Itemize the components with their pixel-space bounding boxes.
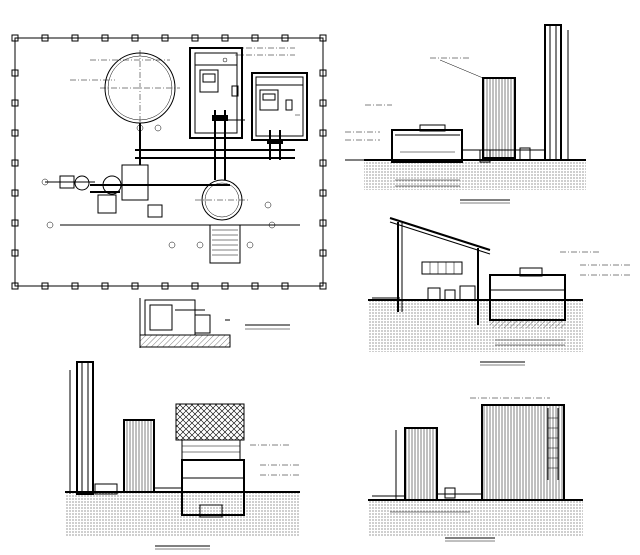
pipe-network [45, 110, 300, 226]
section-d-elevation [368, 397, 583, 542]
section-b-elevation [368, 217, 630, 366]
building-2-plan [251, 72, 308, 141]
grid-axis-markers [41, 124, 276, 249]
section-a-elevation [345, 24, 586, 204]
pump-station-plan [59, 164, 163, 218]
lower-tank-plan [195, 179, 250, 264]
section-c-elevation [65, 361, 300, 550]
plan-view [11, 34, 327, 290]
boundary-markers [11, 34, 327, 290]
detail-section [139, 298, 290, 348]
